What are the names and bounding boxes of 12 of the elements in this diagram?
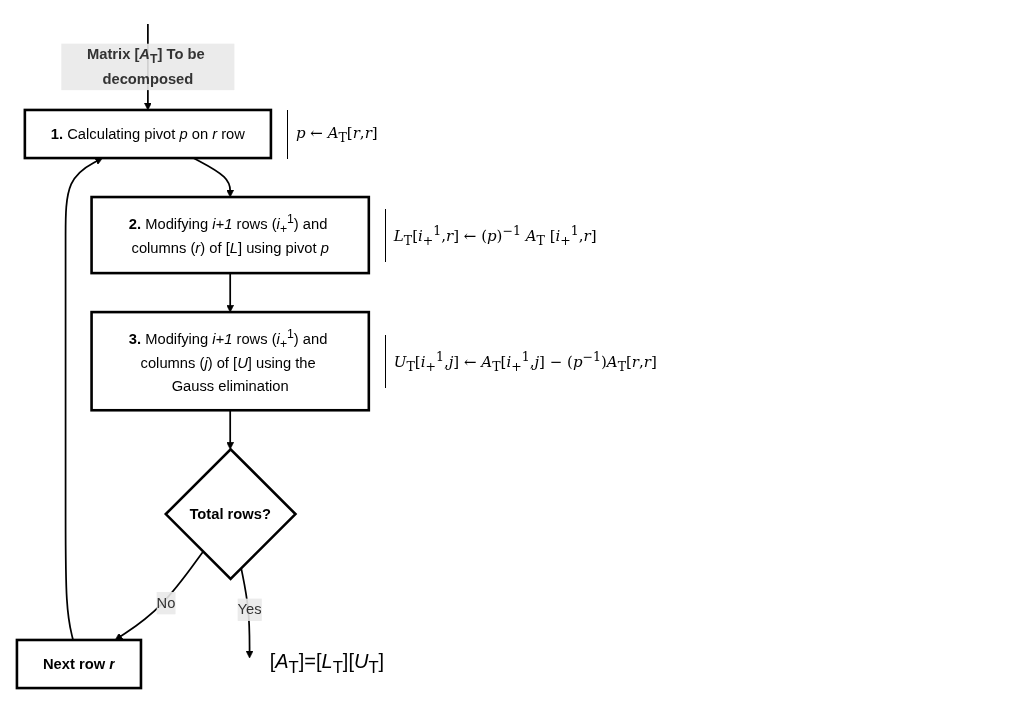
formula-text: U$_{T}$[i$_{+}$$^{1}$,j] ← A$_{T}$[i$_{+}$$^{1}$,j] − (p$^{−1}$)A$_{T}$[r,r] [384,334,657,388]
formula-text: p ← A$_{T}$[r,r] [286,109,378,159]
node-box: Next row r [15,638,143,690]
node-box: 1. Calculating pivot p on r row [23,108,273,160]
node-box: 3. Modifying i+1 rows (i$_{+}$$^{1}$) and columns (j) of [U] using the Gauss elimination [90,310,371,412]
edge-label: Yes [237,600,262,618]
formula-text: L$_{T}$[i$_{+}$$^{1}$,r] ← (p)$^{−1}$ A$_{T}$ [i$_{+}$$^{1}$,r] [384,208,597,262]
equation-text: [A$_{T}$]=[L$_{T}$][U$_{T}$] [269,650,385,678]
node-box: 2. Modifying i+1 rows (i$_{+}$$^{1}$) and columns (r) of [L] using pivot p [90,195,371,275]
edge-label: No [156,594,176,611]
node-diamond: Total rows? [163,447,298,581]
edge-label: Matrix [A$_{T}$] To be decomposed [86,46,205,88]
